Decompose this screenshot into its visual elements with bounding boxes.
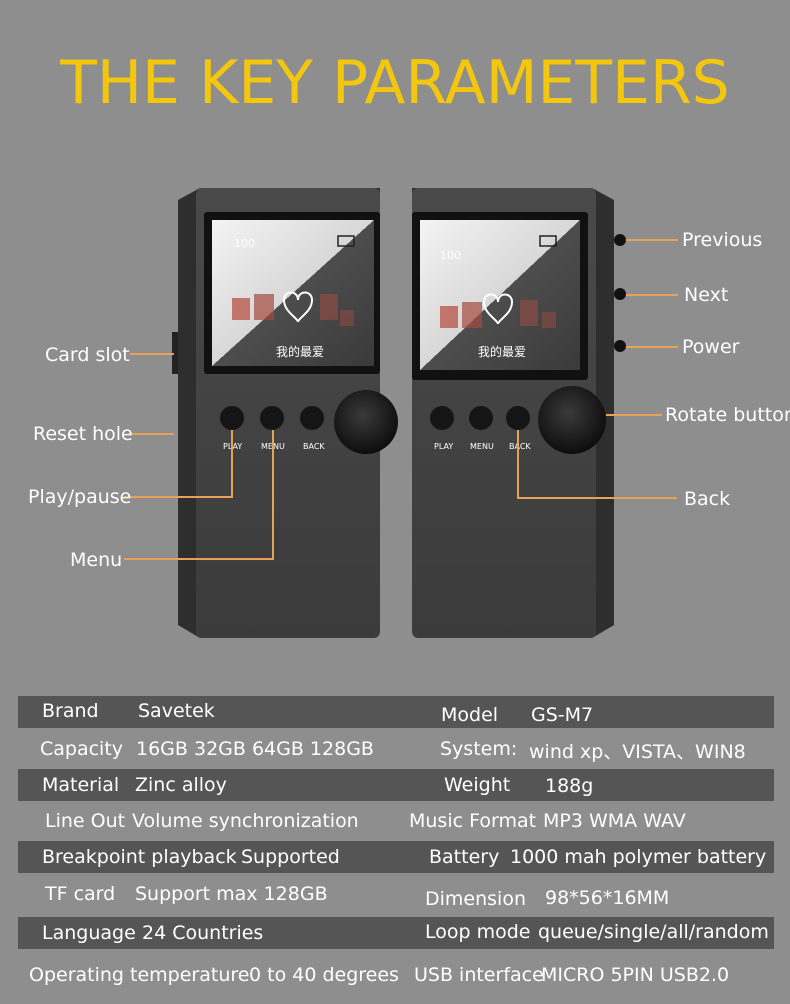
reset-hole-line: [128, 433, 174, 435]
next-line: [626, 294, 678, 296]
volume-readout: 100: [234, 237, 255, 250]
menu-line: [124, 558, 274, 560]
spec-label: USB interface: [414, 964, 544, 986]
menu-line-vertical: [272, 430, 274, 560]
callout-reset-hole: Reset hole: [33, 423, 133, 445]
spec-label: Line Out: [45, 810, 126, 832]
rotate-knob[interactable]: [334, 390, 398, 454]
page-title: THE KEY PARAMETERS: [60, 48, 730, 118]
spec-label: TF card: [45, 883, 116, 905]
spec-value: wind xp、VISTA、WIN8: [529, 741, 746, 763]
spec-value: 0 to 40 degrees: [249, 964, 399, 986]
spec-label: Loop mode: [425, 921, 531, 943]
spec-row-brand: Brand Savetek Model GS-M7: [18, 696, 774, 728]
menu-button[interactable]: [469, 406, 493, 430]
spec-label: Breakpoint playback: [42, 846, 237, 868]
play-button[interactable]: [220, 406, 244, 430]
device-illustration: 100 我的最爱 PLAY MENU BACK 100 我的最爱 PLAY: [172, 188, 626, 638]
right-device: 100 我的最爱 PLAY MENU BACK: [412, 188, 626, 638]
spec-label: Language: [42, 922, 136, 944]
callout-next: Next: [684, 284, 729, 306]
spec-row-breakpoint: Breakpoint playback Supported Battery 10…: [18, 841, 774, 873]
spec-row-temperature: Operating temperature 0 to 40 degrees US…: [18, 958, 774, 990]
spec-row-tf-card: TF card Support max 128GB Dimension 98*5…: [18, 878, 774, 910]
heart-icon: [282, 291, 314, 323]
power-line: [626, 346, 678, 348]
previous-button[interactable]: [614, 234, 626, 246]
spec-value: Volume synchronization: [132, 810, 359, 832]
rotate-knob[interactable]: [538, 386, 606, 454]
spec-value: MICRO 5PIN USB2.0: [541, 964, 730, 986]
spec-row-line-out: Line Out Volume synchronization Music Fo…: [18, 805, 774, 837]
spec-row-language: Language 24 Countries Loop mode queue/si…: [18, 917, 774, 949]
spec-label: Model: [441, 704, 499, 726]
back-line: [517, 497, 677, 499]
song-title: 我的最爱: [478, 344, 526, 359]
callout-power: Power: [682, 336, 740, 358]
callout-previous: Previous: [682, 229, 763, 251]
right-screen: [420, 220, 580, 370]
spec-value: Supported: [241, 846, 340, 868]
menu-label: MENU: [470, 442, 494, 451]
spec-row-capacity: Capacity 16GB 32GB 64GB 128GB System: wi…: [18, 732, 774, 764]
play-pause-line: [124, 496, 232, 498]
spec-label: Capacity: [40, 738, 124, 760]
back-button[interactable]: [300, 406, 324, 430]
menu-button[interactable]: [260, 406, 284, 430]
spec-label: Operating temperature: [29, 964, 250, 986]
volume-readout: 100: [440, 249, 461, 262]
next-button[interactable]: [614, 288, 626, 300]
song-title: 我的最爱: [276, 344, 324, 359]
play-pause-line-vertical: [231, 430, 233, 498]
spec-value: 98*56*16MM: [545, 887, 670, 909]
previous-line: [626, 239, 678, 241]
spec-value: 188g: [545, 775, 594, 797]
spec-label: Brand: [42, 700, 99, 722]
play-label: PLAY: [434, 442, 453, 451]
callout-rotate: Rotate button: [665, 404, 790, 426]
callout-card-slot: Card slot: [45, 344, 130, 366]
spec-value: Savetek: [138, 700, 215, 722]
callout-play-pause: Play/pause: [28, 486, 132, 508]
play-button[interactable]: [430, 406, 454, 430]
left-device: 100 我的最爱 PLAY MENU BACK: [172, 188, 398, 638]
card-slot-line: [130, 353, 174, 355]
spec-label: Dimension: [425, 888, 526, 910]
card-slot: [172, 332, 178, 374]
spec-value: Zinc alloy: [135, 774, 227, 796]
spec-value: queue/single/all/random: [538, 921, 769, 943]
power-button[interactable]: [614, 340, 626, 352]
spec-label: System:: [440, 738, 518, 760]
spec-value: GS-M7: [531, 704, 594, 726]
spec-label: Weight: [444, 774, 511, 796]
back-label: BACK: [303, 442, 325, 451]
spec-value: MP3 WMA WAV: [543, 810, 686, 832]
spec-value: 16GB 32GB 64GB 128GB: [136, 738, 374, 760]
back-button[interactable]: [506, 406, 530, 430]
back-label: BACK: [509, 442, 531, 451]
spec-value: 1000 mah polymer battery: [510, 846, 767, 868]
spec-label: Battery: [429, 846, 500, 868]
rotate-line: [606, 414, 662, 416]
spec-label: Material: [42, 774, 120, 796]
spec-row-material: Material Zinc alloy Weight 188g: [18, 769, 774, 801]
callout-back: Back: [684, 488, 731, 510]
spec-label: Music Format: [409, 810, 537, 832]
spec-value: Support max 128GB: [135, 883, 328, 905]
callout-menu: Menu: [70, 549, 123, 571]
heart-icon: [482, 293, 514, 325]
back-line-vertical: [517, 430, 519, 499]
spec-value: 24 Countries: [142, 922, 264, 944]
